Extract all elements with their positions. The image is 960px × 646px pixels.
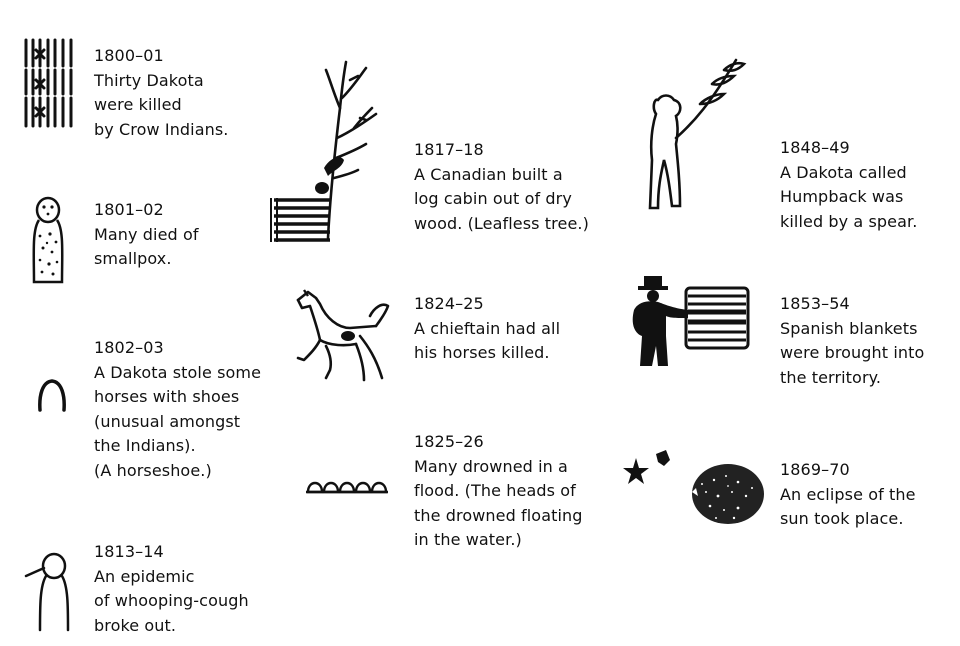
entry-1825-26: 1825–26 Many drowned in a flood. (The he…: [414, 430, 583, 553]
man-with-blanket-icon: [628, 274, 752, 374]
entry-1813-14: 1813–14 An epidemic of whooping-cough br…: [94, 540, 249, 638]
entry-1817-18: 1817–18 A Canadian built a log cabin out…: [414, 138, 589, 236]
entry-year: 1813–14: [94, 542, 164, 561]
entry-1802-03: 1802–03 A Dakota stole some horses with …: [94, 336, 261, 483]
entry-year: 1817–18: [414, 140, 484, 159]
entry-year: 1801–02: [94, 200, 164, 219]
entry-line: sun took place.: [780, 509, 904, 528]
entry-line: were killed: [94, 95, 182, 114]
entry-line: his horses killed.: [414, 343, 550, 362]
entry-line: of whooping-cough: [94, 591, 249, 610]
entry-line: the drowned floating: [414, 505, 583, 525]
entry-line: were brought into: [780, 343, 925, 362]
tally-marks-icon: [22, 36, 78, 132]
entry-line: the Indians).: [94, 436, 196, 455]
wounded-horse-icon: [290, 288, 394, 386]
entry-line: Humpback was: [780, 187, 904, 206]
entry-line: the territory.: [780, 367, 882, 387]
entry-line: horses with shoes: [94, 387, 240, 406]
entry-line: Many drowned in a: [414, 456, 568, 476]
entry-line: An epidemic: [94, 566, 195, 586]
entry-1801-02: 1801–02 Many died of smallpox.: [94, 198, 199, 272]
entry-year: 1869–70: [780, 460, 850, 479]
entry-year: 1800–01: [94, 46, 164, 65]
entry-line: Many died of: [94, 224, 199, 244]
entry-year: 1824–25: [414, 294, 484, 313]
entry-line: (unusual amongst: [94, 411, 241, 431]
log-cabin-tree-icon: [268, 58, 382, 244]
eclipse-stars-icon: [618, 446, 764, 530]
entry-line: An eclipse of the: [780, 484, 916, 504]
entry-year: 1853–54: [780, 294, 850, 313]
entry-1824-25: 1824–25 A chieftain had all his horses k…: [414, 292, 560, 366]
entry-line: Thirty Dakota: [94, 70, 204, 90]
entry-year: 1825–26: [414, 432, 484, 451]
entry-line: A Canadian built a: [414, 164, 563, 184]
floating-heads-icon: [306, 474, 392, 496]
entry-line: in the water.): [414, 530, 522, 549]
spotted-figure-icon: [28, 196, 70, 288]
entry-line: A Dakota stole some: [94, 362, 262, 382]
entry-line: by Crow Indians.: [94, 119, 229, 139]
entry-line: Spanish blankets: [780, 318, 918, 338]
entry-year: 1848–49: [780, 138, 850, 157]
coughing-figure-icon: [24, 550, 76, 632]
humpback-spear-icon: [640, 54, 750, 214]
entry-line: broke out.: [94, 615, 177, 635]
entry-line: flood. (The heads of: [414, 481, 576, 500]
entry-line: smallpox.: [94, 249, 172, 268]
entry-1800-01: 1800–01 Thirty Dakota were killed by Cro…: [94, 44, 229, 142]
entry-1869-70: 1869–70 An eclipse of the sun took place…: [780, 458, 916, 532]
entry-line: A Dakota called: [780, 162, 907, 182]
entry-line: killed by a spear.: [780, 211, 918, 231]
horseshoe-icon: [36, 376, 68, 412]
entry-line: (A horseshoe.): [94, 460, 212, 480]
entry-line: A chieftain had all: [414, 318, 561, 338]
entry-1848-49: 1848–49 A Dakota called Humpback was kil…: [780, 136, 917, 234]
entry-line: wood. (Leafless tree.): [414, 213, 589, 233]
entry-1853-54: 1853–54 Spanish blankets were brought in…: [780, 292, 924, 390]
entry-year: 1802–03: [94, 338, 164, 357]
entry-line: log cabin out of dry: [414, 189, 572, 208]
